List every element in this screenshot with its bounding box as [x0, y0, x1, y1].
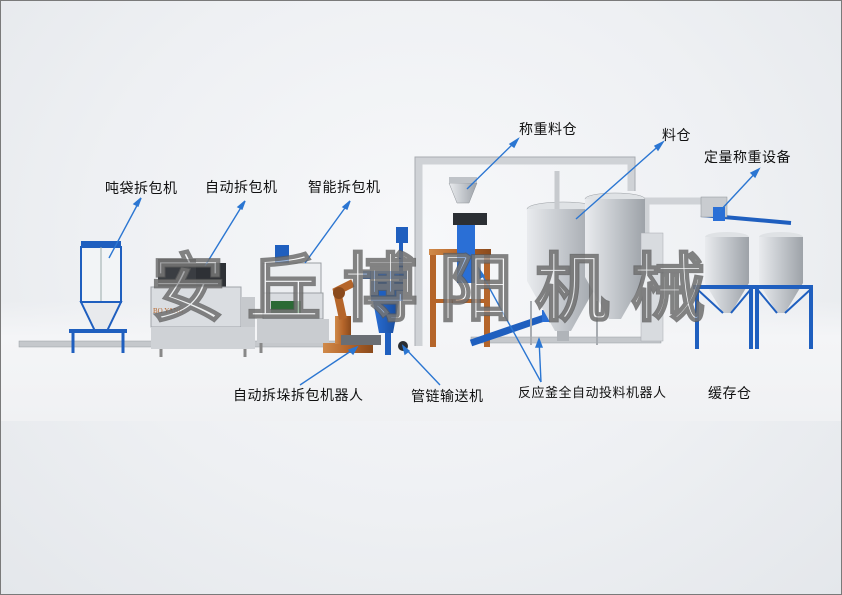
pipe-chain-conveyor-unit	[363, 227, 408, 355]
pointer-robot	[299, 346, 358, 386]
auto-unpacker	[150, 259, 255, 357]
pointer-auto-unpacker	[204, 200, 246, 267]
pointer-material-silo	[575, 141, 664, 220]
label-smart-unpacker: 智能拆包机	[308, 180, 381, 196]
pointer-smart-unpacker	[304, 200, 351, 264]
smart-unpacker	[257, 245, 329, 353]
label-reactor-robot: 反应釜全自动投料机器人	[518, 386, 667, 401]
watermark: 安丘博阳机械	[150, 245, 727, 333]
brand-mark: BO YANG	[153, 307, 184, 315]
pointer-lines	[108, 137, 761, 386]
unstacking-robot	[323, 279, 381, 353]
material-silo-tanks	[526, 171, 664, 345]
label-auto-unpacker: 自动拆包机	[205, 180, 278, 196]
pointer-ton-bag	[108, 197, 142, 259]
label-ton-bag-unpacker: 吨袋拆包机	[105, 181, 178, 197]
reactor-feeding-robot	[429, 177, 491, 347]
quantitative-weighing-unit	[700, 196, 792, 225]
pointer-quant-weighing	[718, 168, 760, 213]
label-weighing-silo: 称重料仓	[519, 122, 577, 138]
pointer-weighing-silo	[466, 138, 519, 190]
label-unstacking-robot: 自动拆垛拆包机器人	[233, 388, 364, 404]
label-quant-weighing: 定量称重设备	[704, 150, 791, 166]
label-material-silo: 料仓	[662, 128, 691, 144]
ton-bag-unpacker	[69, 241, 127, 353]
pointer-chain-conveyor	[402, 345, 441, 386]
label-buffer-silo: 缓存仓	[708, 386, 752, 402]
pointer-reactor-robot	[478, 268, 542, 383]
label-chain-conveyor: 管链输送机	[411, 389, 484, 405]
buffer-silo-tanks	[693, 232, 813, 349]
